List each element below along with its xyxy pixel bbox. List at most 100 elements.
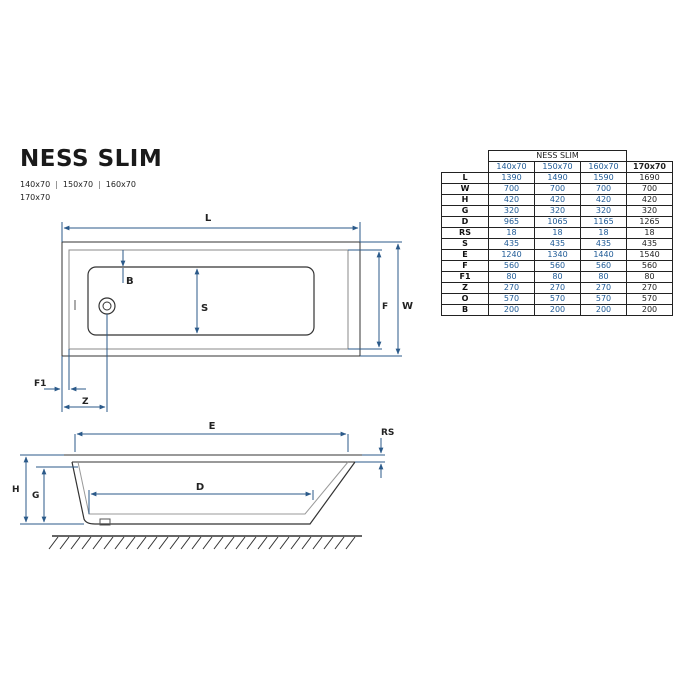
floor-hatching	[48, 536, 356, 550]
dimension-value: 1590	[580, 172, 627, 184]
dimension-value: 1265	[626, 216, 673, 228]
label-E: E	[209, 421, 216, 432]
dimension-value: 200	[580, 304, 627, 316]
dimension-value: 435	[534, 238, 581, 250]
variant-separator: |	[55, 180, 58, 189]
dimension-label: E	[441, 249, 489, 261]
side-dimensions	[20, 431, 385, 525]
dimension-value: 700	[534, 183, 581, 195]
dimension-value: 320	[488, 205, 535, 217]
column-header: 160x70	[580, 161, 627, 173]
bathtub-outer-rim	[61, 241, 361, 357]
dimension-value: 1440	[580, 249, 627, 261]
hatch-line	[59, 536, 70, 550]
hatch-line	[268, 536, 279, 550]
dimension-value: 80	[580, 271, 627, 283]
dimension-label: G	[441, 205, 489, 217]
dimension-value: 435	[580, 238, 627, 250]
side-view	[52, 454, 362, 537]
hatch-line	[70, 536, 81, 550]
dimension-value: 270	[626, 282, 673, 294]
side-labels: E RS H G D	[12, 421, 394, 501]
dimension-value: 270	[488, 282, 535, 294]
column-header: 140x70	[488, 161, 535, 173]
dimension-value: 570	[626, 293, 673, 305]
table-corner	[627, 151, 673, 162]
dimension-value: 700	[488, 183, 535, 195]
dimension-value: 80	[626, 271, 673, 283]
dimension-value: 320	[580, 205, 627, 217]
dimension-value: 80	[534, 271, 581, 283]
dimension-value: 1165	[580, 216, 627, 228]
top-labels: L B S F W F1 Z	[34, 213, 413, 407]
dimension-label: W	[441, 183, 489, 195]
dimension-value: 200	[488, 304, 535, 316]
hatch-line	[125, 536, 136, 550]
dimension-label: RS	[441, 227, 489, 239]
variant-label: 170x70	[20, 193, 51, 202]
hatch-line	[323, 536, 334, 550]
dimension-value: 200	[534, 304, 581, 316]
product-title: NESS SLIM	[20, 146, 163, 172]
dimension-value: 270	[534, 282, 581, 294]
hatch-line	[301, 536, 312, 550]
dimension-value: 560	[488, 260, 535, 272]
variants-line-2: 170x70	[20, 193, 50, 202]
hatch-line	[246, 536, 257, 550]
hatch-line	[257, 536, 268, 550]
dimension-value: 700	[580, 183, 627, 195]
dimension-label: F1	[441, 271, 489, 283]
dimension-value: 420	[580, 194, 627, 206]
table-group-header: NESS SLIM	[488, 150, 627, 162]
dimension-label: Z	[441, 282, 489, 294]
hatch-line	[81, 536, 92, 550]
dimension-value: 18	[580, 227, 627, 239]
hatch-line	[136, 536, 147, 550]
dimension-value: 435	[626, 238, 673, 250]
hatch-line	[290, 536, 301, 550]
dimension-label: O	[441, 293, 489, 305]
tub-profile	[71, 461, 356, 525]
variant-label: 150x70	[62, 180, 94, 189]
hatch-line	[191, 536, 202, 550]
drain-icon	[98, 297, 116, 315]
variant-separator: |	[98, 180, 101, 189]
dimension-value: 560	[580, 260, 627, 272]
hatch-line	[279, 536, 290, 550]
label-S: S	[201, 303, 208, 314]
dimension-value: 1540	[626, 249, 673, 261]
hatch-line	[114, 536, 125, 550]
dimension-value: 700	[626, 183, 673, 195]
tub-inner-profile	[77, 461, 349, 515]
dimension-value: 80	[488, 271, 535, 283]
dimension-value: 570	[488, 293, 535, 305]
variant-label: 160x70	[105, 180, 136, 189]
column-header: 150x70	[534, 161, 581, 173]
hatch-line	[213, 536, 224, 550]
label-Z: Z	[82, 397, 89, 407]
dimension-value: 420	[488, 194, 535, 206]
dimension-value: 435	[488, 238, 535, 250]
label-RS: RS	[381, 428, 394, 438]
label-H: H	[12, 485, 20, 495]
table-group-row: NESS SLIM	[442, 150, 673, 162]
label-F1: F1	[34, 379, 46, 389]
dimension-value: 570	[534, 293, 581, 305]
dimension-value: 420	[626, 194, 673, 206]
hatch-line	[312, 536, 323, 550]
hatch-line	[224, 536, 235, 550]
hatch-line	[180, 536, 191, 550]
dimension-value: 560	[626, 260, 673, 272]
label-G: G	[32, 491, 39, 501]
